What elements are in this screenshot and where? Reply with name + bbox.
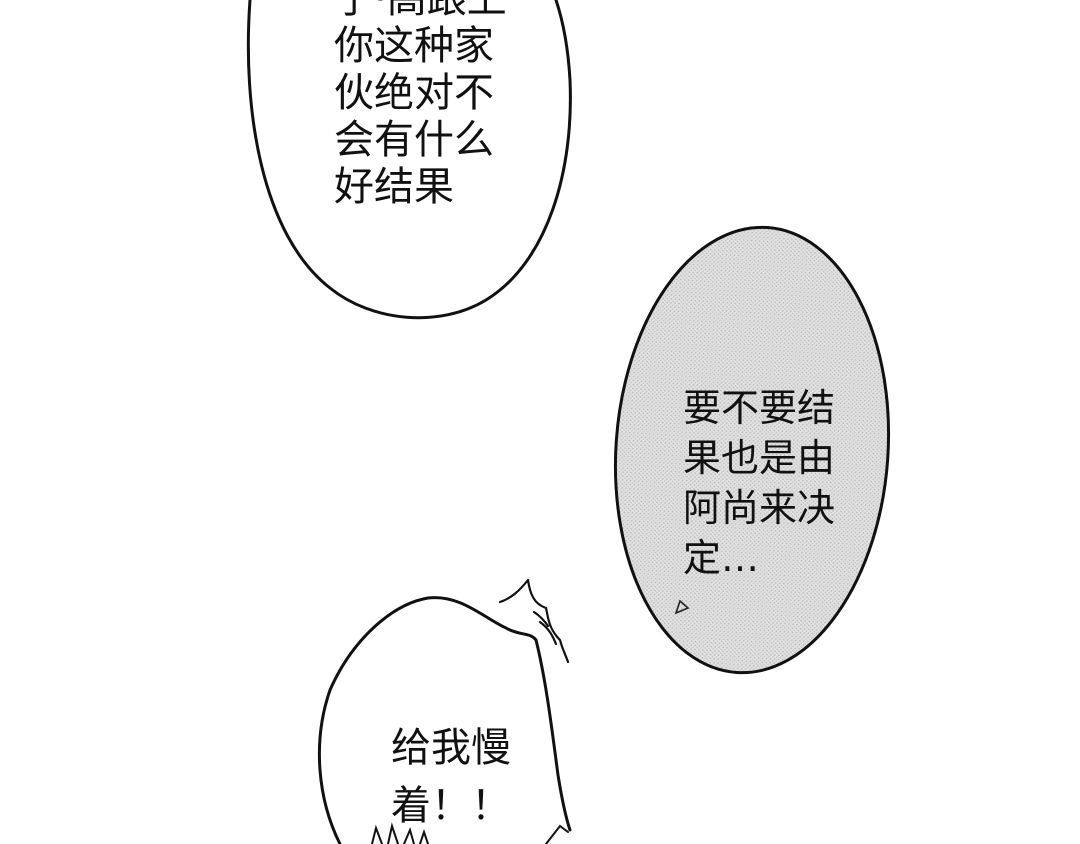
bubble-1-line-1: 子·高跟上 [334, 0, 507, 23]
speech-bubble-1-outline [246, 0, 572, 320]
shout-spike-lines [498, 578, 570, 664]
bubble-bottom-spikes [371, 822, 569, 844]
bubble-3-line-2: 着！！ [391, 783, 511, 829]
bubble-2-line-3: 阿尚来决 [683, 486, 836, 530]
bubble-2-line-4: 定… [683, 536, 760, 580]
speech-bubble-2-text: 要不要结 果也是由 阿尚来决 定… [683, 383, 835, 583]
bubble-2-line-2: 果也是由 [683, 436, 836, 480]
speech-bubble-2-outline [613, 225, 891, 675]
bubble-1-line-2: 你这种家 [334, 23, 494, 69]
speech-bubble-3-text: 给我慢 着！！ [391, 719, 511, 835]
bubble-3-line-1: 给我慢 [391, 725, 511, 771]
bubble-1-line-4: 会有什么 [334, 117, 494, 163]
bubble-1-line-3: 伙绝对不 [334, 70, 494, 116]
bubble-1-line-5: 好结果 [334, 164, 454, 210]
bubble-2-line-1: 要不要结 [683, 386, 836, 430]
small-triangle-mark [674, 599, 690, 615]
speech-bubble-3-outline [317, 596, 572, 844]
speech-bubble-1-text: 子·高跟上 你这种家 伙绝对不 会有什么 好结果 [334, 0, 507, 211]
